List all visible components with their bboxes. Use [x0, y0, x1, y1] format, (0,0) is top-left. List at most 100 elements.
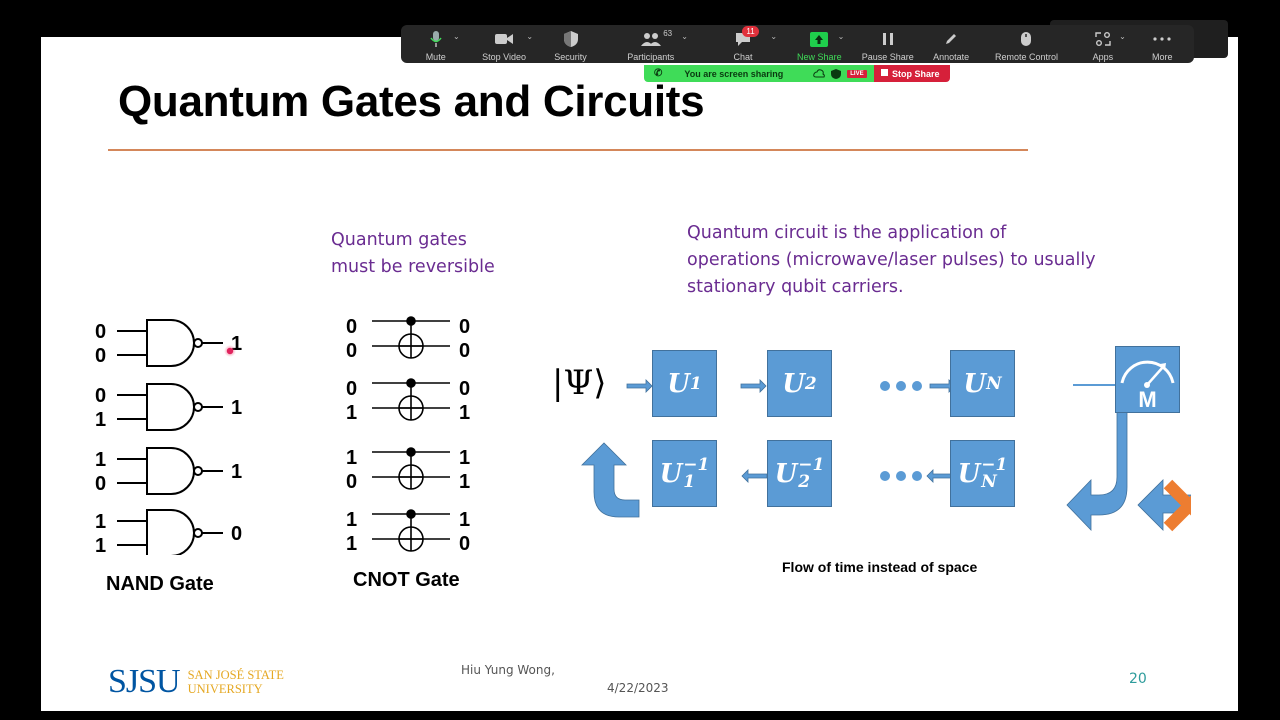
operator-superscript: −1	[798, 454, 825, 475]
operator-subscript: 2	[798, 471, 811, 492]
presentation-slide: Quantum Gates and Circuits Quantum gates…	[41, 37, 1238, 711]
participants-button[interactable]: 63 ⌄ Participants	[603, 29, 698, 62]
title-divider	[108, 149, 1028, 151]
more-button[interactable]: More	[1131, 29, 1194, 62]
measurement-block: M	[1115, 346, 1180, 413]
shield-icon	[563, 29, 579, 49]
pencil-icon	[944, 29, 958, 49]
stop-video-button[interactable]: ⌄ Stop Video	[470, 29, 537, 62]
ellipsis-icon	[1152, 29, 1172, 49]
circuit-arrows	[581, 379, 1191, 532]
button-label: Mute	[425, 52, 446, 62]
button-label: Security	[554, 52, 587, 62]
cnot-input-control: 0	[346, 378, 358, 400]
operator-symbol: U	[963, 368, 987, 399]
cnot-output-target: 1	[459, 402, 471, 424]
participants-icon	[640, 29, 662, 49]
operator-symbol: U	[782, 368, 805, 399]
verified-shield-icon	[831, 68, 842, 79]
mute-button[interactable]: ⌄ Mute	[401, 29, 470, 62]
slide-date: 4/22/2023	[607, 681, 669, 695]
pause-icon	[882, 29, 894, 49]
apps-icon	[1095, 29, 1111, 49]
operator-subscript: N	[986, 373, 1002, 394]
remote-control-button[interactable]: Remote Control	[978, 29, 1075, 62]
sjsu-logo: SJSU SAN JOSÉ STATE UNIVERSITY	[108, 665, 284, 699]
operator-subscript: 1	[689, 373, 702, 394]
chevron-down-icon[interactable]: ⌄	[770, 32, 778, 41]
share-status-icons: LIVE	[813, 68, 867, 79]
operator-symbol: U	[667, 368, 690, 399]
cnot-output-control: 1	[459, 509, 471, 531]
operator-symbol: U	[957, 458, 981, 489]
button-label: Apps	[1092, 52, 1114, 62]
cnot-caption: CNOT Gate	[353, 569, 460, 591]
annotate-button[interactable]: Annotate	[924, 29, 978, 62]
nand-input-b: 0	[95, 345, 107, 367]
participant-count: 63	[663, 29, 673, 38]
nand-output: 1	[231, 333, 243, 355]
chevron-down-icon[interactable]: ⌄	[526, 32, 534, 41]
cnot-output-control: 1	[459, 447, 471, 469]
stop-square-icon	[881, 68, 888, 76]
chevron-down-icon[interactable]: ⌄	[681, 32, 688, 41]
logo-subtitle: SAN JOSÉ STATE UNIVERSITY	[188, 668, 284, 696]
button-label: New Share	[797, 52, 842, 62]
mouse-icon	[1020, 29, 1032, 49]
button-label: Participants	[627, 52, 675, 62]
screen-sharing-status-bar[interactable]: ✆ You are screen sharing LIVE	[644, 65, 874, 82]
live-badge: LIVE	[847, 69, 867, 78]
nand-input-a: 0	[95, 321, 107, 343]
operator-symbol: U	[774, 458, 798, 489]
cnot-output-control: 0	[459, 316, 471, 338]
operator-superscript: −1	[981, 454, 1008, 475]
reversible-note: Quantum gates must be reversible	[331, 227, 495, 281]
chevron-down-icon[interactable]: ⌄	[837, 32, 845, 41]
nand-input-a: 1	[95, 449, 107, 471]
drag-handle-icon[interactable]: ✆	[654, 68, 663, 79]
button-label: More	[1152, 52, 1173, 62]
cnot-input-control: 1	[346, 509, 358, 531]
chevron-down-icon[interactable]: ⌄	[453, 32, 460, 41]
microphone-icon	[429, 29, 443, 49]
unread-chat-badge: 11	[742, 26, 759, 37]
stop-share-button[interactable]: Stop Share	[874, 65, 950, 82]
chat-button[interactable]: 11 ⌄ Chat	[698, 26, 787, 62]
button-label: Annotate	[933, 52, 970, 62]
cnot-input-control: 1	[346, 447, 358, 469]
stop-share-label: Stop Share	[892, 68, 940, 79]
pause-share-button[interactable]: Pause Share	[851, 29, 924, 62]
button-label: Pause Share	[861, 52, 914, 62]
video-camera-icon	[494, 29, 514, 49]
operator-subscript: 2	[804, 373, 817, 394]
note-line: Quantum circuit is the application of	[687, 223, 1007, 243]
cnot-output-target: 1	[459, 471, 471, 493]
sharing-status-text: You are screen sharing	[684, 68, 784, 79]
share-up-arrow-icon	[810, 29, 829, 49]
nand-gate-diagram	[117, 319, 223, 555]
cnot-input-control: 0	[346, 316, 358, 338]
nand-output: 1	[231, 461, 243, 483]
logo-subtitle-line: UNIVERSITY	[187, 682, 263, 696]
apps-button[interactable]: ⌄ Apps	[1075, 29, 1131, 62]
zoom-meeting-toolbar: ⌄ Mute ⌄ Stop Video Security 63 ⌄ Partic…	[401, 25, 1194, 63]
security-button[interactable]: Security	[538, 29, 603, 62]
cloud-record-icon	[813, 69, 826, 78]
nand-input-b: 1	[95, 535, 107, 557]
nand-input-a: 1	[95, 511, 107, 533]
note-line: Quantum gates	[331, 230, 467, 250]
page-number: 20	[1129, 671, 1147, 687]
nand-input-a: 0	[95, 385, 107, 407]
new-share-button[interactable]: ⌄ New Share	[788, 29, 851, 62]
psi-ket-state: |Ψ⟩	[552, 363, 607, 403]
button-label: Remote Control	[994, 52, 1058, 62]
measure-label: M	[1138, 387, 1157, 412]
button-label: Chat	[733, 52, 753, 62]
nand-input-b: 1	[95, 409, 107, 431]
chevron-down-icon[interactable]: ⌄	[1119, 32, 1126, 41]
